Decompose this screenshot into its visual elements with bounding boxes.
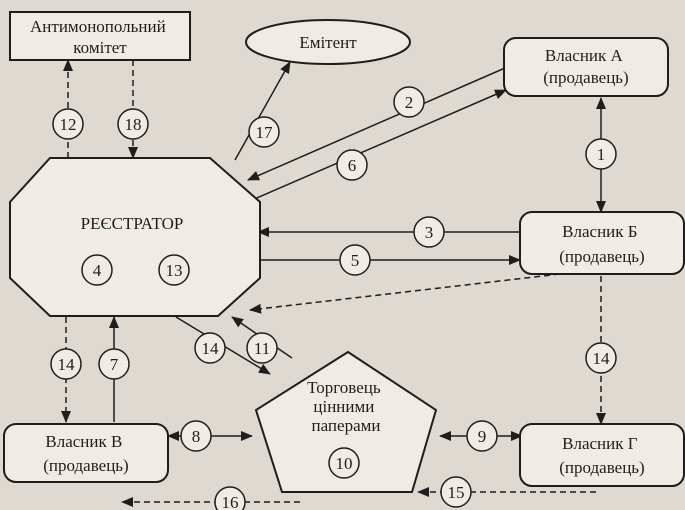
step-number: 17 xyxy=(256,123,274,142)
step-number: 14 xyxy=(593,349,611,368)
step-number: 3 xyxy=(425,223,434,242)
step-badge: 3 xyxy=(413,216,445,248)
step-number: 8 xyxy=(192,427,201,446)
node-registrar-octagon xyxy=(9,157,261,317)
step-badge: 14 xyxy=(50,348,82,380)
step-number: 16 xyxy=(222,493,239,510)
step-badge: 4 xyxy=(81,254,113,286)
step-number: 12 xyxy=(60,115,77,134)
step-badge: 14 xyxy=(585,342,617,374)
step-number: 15 xyxy=(448,483,465,502)
step-number: 1 xyxy=(597,145,606,164)
node-issuer-ellipse xyxy=(245,19,411,65)
step-badge: 14 xyxy=(194,332,226,364)
step-number: 6 xyxy=(348,156,357,175)
edge-17 xyxy=(234,61,291,161)
edge-2 xyxy=(247,67,506,181)
node-trader-pentagon xyxy=(254,350,438,493)
node-trader-label: Торговець цінними паперами xyxy=(307,378,385,435)
node-owner-b-box xyxy=(519,211,685,275)
step-number: 10 xyxy=(336,454,353,473)
node-owner-g-label: Власник Г (продавець) xyxy=(559,434,644,477)
step-badge: 10 xyxy=(328,447,360,479)
step-badge: 13 xyxy=(158,254,190,286)
step-badge: 15 xyxy=(440,476,472,508)
step-number: 14 xyxy=(58,355,76,374)
step-number: 5 xyxy=(351,251,360,270)
step-number: 18 xyxy=(125,115,142,134)
step-badge: 12 xyxy=(52,108,84,140)
step-number: 13 xyxy=(166,261,183,280)
step-badge: 1 xyxy=(585,138,617,170)
node-issuer-label: Емітент xyxy=(299,33,357,52)
node-owner-a-label: Власник А (продавець) xyxy=(543,46,628,87)
step-badge: 7 xyxy=(98,348,130,380)
step-number: 7 xyxy=(110,355,119,374)
step-badge: 5 xyxy=(339,244,371,276)
node-registrar-label: РЕЄСТРАТОР xyxy=(81,214,184,233)
node-owner-b-label: Власник Б (продавець) xyxy=(559,222,644,266)
step-badge: 16 xyxy=(214,486,246,510)
step-number: 9 xyxy=(478,427,487,446)
node-antimonopoly-box xyxy=(9,11,191,61)
step-badge: 17 xyxy=(248,116,280,148)
node-owner-v-label: Власник В (продавець) xyxy=(43,432,128,475)
step-badge: 18 xyxy=(117,108,149,140)
step-badge: 8 xyxy=(180,420,212,452)
step-badge: 6 xyxy=(336,149,368,181)
step-badge: 11 xyxy=(246,332,278,364)
edge-6 xyxy=(251,89,507,201)
node-owner-g-box xyxy=(519,423,685,487)
edge-g-registrar xyxy=(249,273,561,314)
step-badges: 12 18 17 2 6 1 3 5 4 13 14 7 14 11 14 8 … xyxy=(50,86,617,510)
step-number: 11 xyxy=(254,339,270,358)
node-owner-a-box xyxy=(503,37,669,97)
node-owner-v-box xyxy=(3,423,169,483)
step-number: 14 xyxy=(202,339,220,358)
step-number: 4 xyxy=(93,261,102,280)
step-number: 2 xyxy=(405,93,414,112)
step-badge: 9 xyxy=(466,420,498,452)
step-badge: 2 xyxy=(393,86,425,118)
node-antimonopoly-label: Антимонопольний комітет xyxy=(30,17,170,57)
